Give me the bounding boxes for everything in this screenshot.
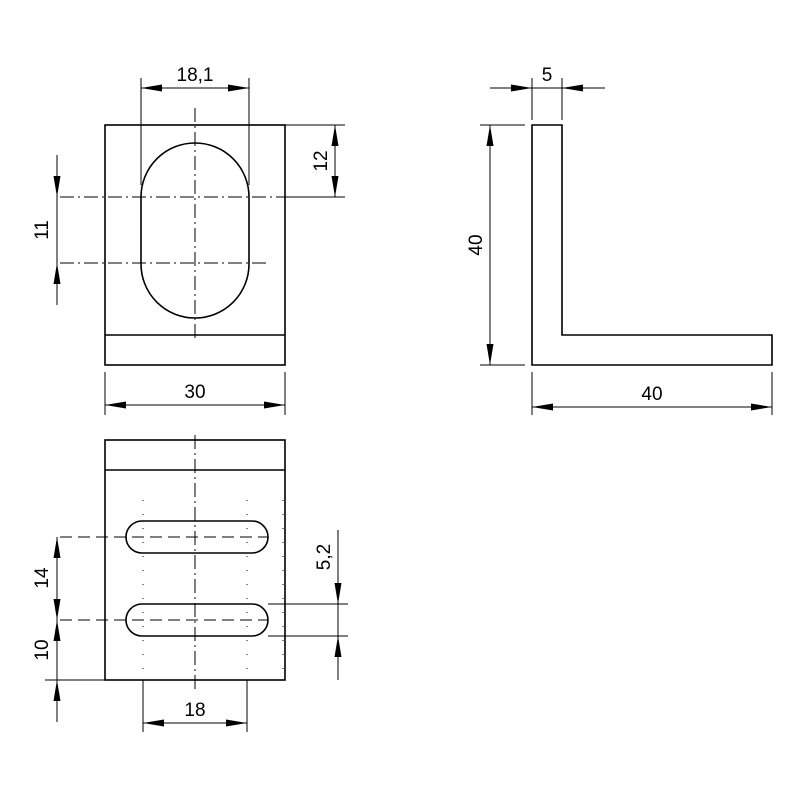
dim-side-height: 40 [466,124,525,366]
dim-front-slot-width: 18,1 [140,65,250,185]
label-bottom-slot-width: 5,2 [314,544,335,570]
label-front-slot-width: 18,1 [177,65,214,86]
label-side-thickness: 5 [542,65,553,86]
l-profile [531,124,773,366]
dim-front-slot-centers: 11 [32,155,61,305]
dim-front-top-offset: 12 [285,124,345,198]
side-view: 5 40 40 [466,65,773,415]
dim-bottom-slot-width: 5,2 [268,530,348,680]
label-front-top-offset: 12 [311,150,332,171]
label-side-height: 40 [466,234,487,255]
label-bottom-slot-length: 18 [184,700,205,721]
dim-side-length: 40 [531,372,773,415]
dim-side-thickness: 5 [490,65,605,120]
dim-front-width: 30 [104,372,286,415]
label-front-width: 30 [184,382,205,403]
label-side-length: 40 [641,384,662,405]
bottom-view: 14 10 5,2 18 [32,435,348,732]
front-view: 18,1 12 11 30 [32,65,345,415]
label-bottom-slot-pitch: 14 [32,567,53,589]
label-front-slot-centers: 11 [32,220,53,240]
dim-bottom-left: 14 10 [32,537,105,722]
label-bottom-edge-offset: 10 [32,639,53,660]
dim-bottom-slot-length: 18 [142,680,248,732]
front-view-outline [104,124,286,366]
